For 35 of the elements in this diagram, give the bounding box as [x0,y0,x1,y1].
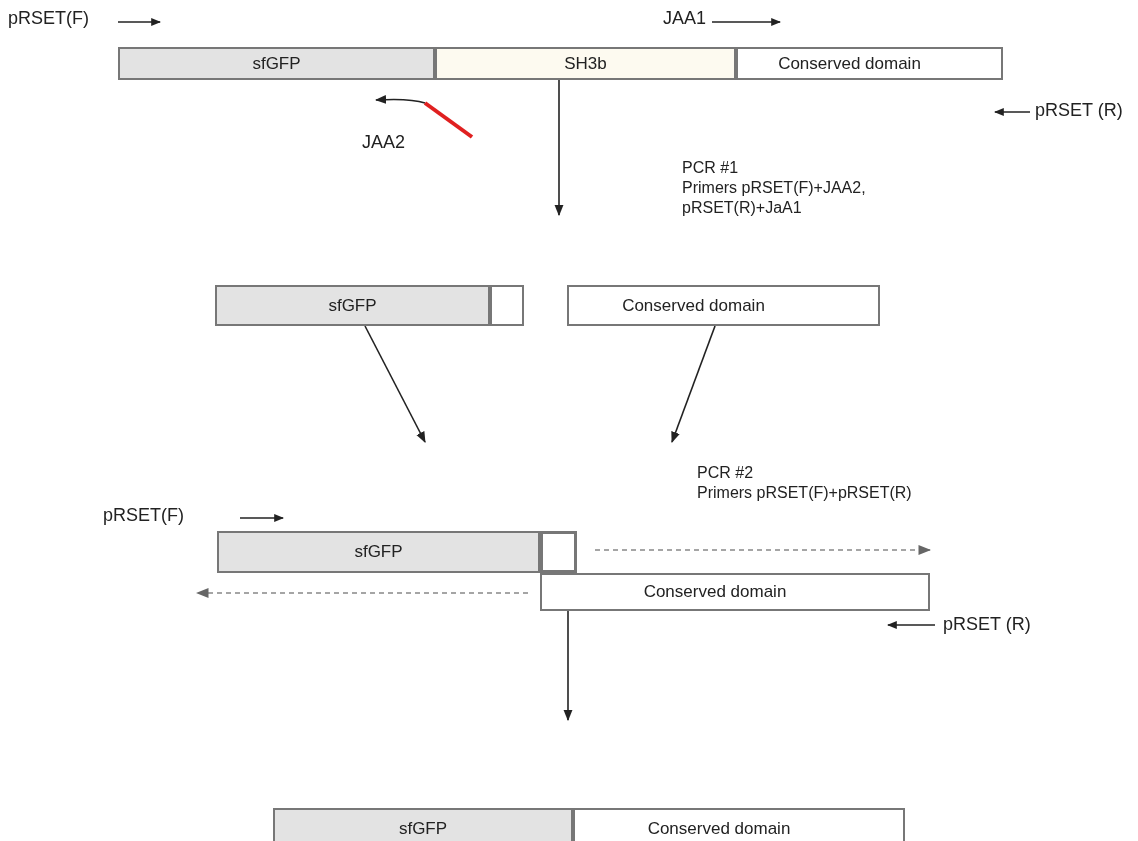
segment-label: Conserved domain [647,819,791,839]
flow-arrow [554,79,564,217]
flow-arrow [364,325,426,443]
segment-label: sfGFP [252,53,301,74]
gene-segment [540,573,930,611]
gene-segment [435,47,736,80]
flow-arrow [563,610,573,722]
primer-label: pRSET(F) [103,505,184,527]
primer-label: Primers pRSET(F)+pRSET(R) [697,483,912,503]
primer-label: PCR #1 [682,158,739,178]
primer-label: pRSET (R) [943,614,1031,636]
linker-segment [490,285,524,326]
gene-segment [118,47,435,80]
gene-segment [215,285,490,326]
primer-label: Primers pRSET(F)+JAA2, [682,178,866,198]
primer-label: pRSET(R)+JaA1 [682,198,802,218]
gene-segment [217,531,540,573]
segment-label: Conserved domain [622,295,765,316]
segment-label: sfGFP [354,542,403,562]
linker-segment [540,531,577,573]
primer-label: pRSET(F) [8,8,89,30]
primer-label: JAA2 [362,132,406,154]
primer-label: PCR #2 [697,463,754,483]
gene-segment [573,808,905,841]
primer-label: pRSET (R) [1035,100,1123,122]
gene-segment [273,808,573,841]
gene-segment [736,47,1003,80]
segment-label: Conserved domain [643,582,787,602]
flow-arrow [671,325,716,444]
segment-label: Conserved domain [778,53,921,74]
segment-label: sfGFP [398,819,448,839]
primer-label: JAA1 [663,8,707,30]
segment-label: sfGFP [328,295,377,316]
gene-segment [567,285,880,326]
segment-label: SH3b [564,53,607,74]
